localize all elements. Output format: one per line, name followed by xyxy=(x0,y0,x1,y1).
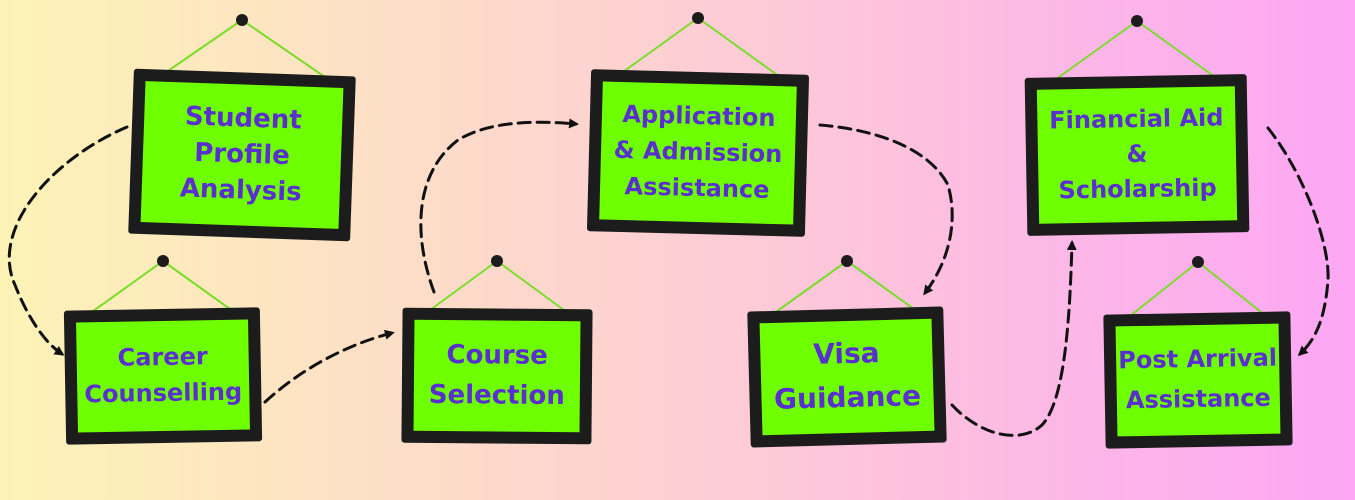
hanging-string xyxy=(1197,261,1268,318)
arrow-course-selection-to-application-admission-assistance xyxy=(419,118,579,294)
hanging-string xyxy=(616,17,699,77)
arrow-financial-aid-scholarship-to-post-arrival-assistance xyxy=(1266,126,1330,357)
node-label-line: Assistance xyxy=(1126,384,1271,415)
node-label-line: Analysis xyxy=(179,173,302,207)
arrow-career-counselling-to-course-selection xyxy=(263,329,395,404)
pin-icon xyxy=(841,255,853,267)
hanging-string xyxy=(241,19,325,78)
node-label-line: Visa xyxy=(813,336,880,371)
node-financial-aid-scholarship: Financial Aid & Scholarship xyxy=(1024,15,1250,236)
node-label-line: Student xyxy=(184,101,302,135)
pin-icon xyxy=(1131,15,1143,27)
pin-icon xyxy=(491,255,503,267)
pin-icon xyxy=(157,255,169,267)
hanging-string xyxy=(496,260,568,314)
hanging-string xyxy=(846,260,921,314)
hanging-string xyxy=(426,260,498,314)
pin-icon xyxy=(236,14,248,26)
hanging-string xyxy=(162,260,237,314)
hanging-string xyxy=(773,260,848,314)
node-label-line: Assistance xyxy=(624,172,770,204)
arrow-application-admission-assistance-to-visa-guidance xyxy=(818,123,954,296)
hanging-string xyxy=(89,260,164,314)
node-label-line: Counselling xyxy=(84,378,242,409)
node-label-line: Course xyxy=(446,340,548,371)
hanging-string xyxy=(1054,20,1138,81)
board: Financial Aid & Scholarship xyxy=(1024,74,1250,236)
node-label-line: & xyxy=(1126,140,1147,168)
hanging-string xyxy=(1128,261,1199,318)
board-surface xyxy=(413,319,581,433)
board-surface xyxy=(1115,323,1281,437)
board-surface xyxy=(599,81,797,225)
arrow-visa-guidance-to-financial-aid-scholarship xyxy=(950,240,1077,437)
node-label-line: Selection xyxy=(429,380,565,411)
node-label-line: Guidance xyxy=(774,379,922,416)
hanging-string xyxy=(159,19,243,78)
hanging-string xyxy=(1136,20,1220,81)
node-label-line: Financial Aid xyxy=(1049,103,1224,134)
board-surface xyxy=(1036,86,1238,224)
pin-icon xyxy=(1192,256,1204,268)
node-label-line: & Admission xyxy=(613,136,782,168)
node-label-line: Profile xyxy=(194,138,291,171)
board-surface xyxy=(759,318,935,436)
node-label-line: Scholarship xyxy=(1058,174,1217,205)
hanging-string xyxy=(697,17,780,77)
board-surface xyxy=(76,319,250,433)
arrow-student-profile-analysis-to-career-counselling xyxy=(7,125,129,356)
board-surface xyxy=(140,81,344,229)
node-label-line: Career xyxy=(117,342,208,372)
pin-icon xyxy=(692,12,704,24)
node-label-line: Application xyxy=(622,100,776,132)
node-label-line: Post Arrival xyxy=(1118,344,1277,375)
